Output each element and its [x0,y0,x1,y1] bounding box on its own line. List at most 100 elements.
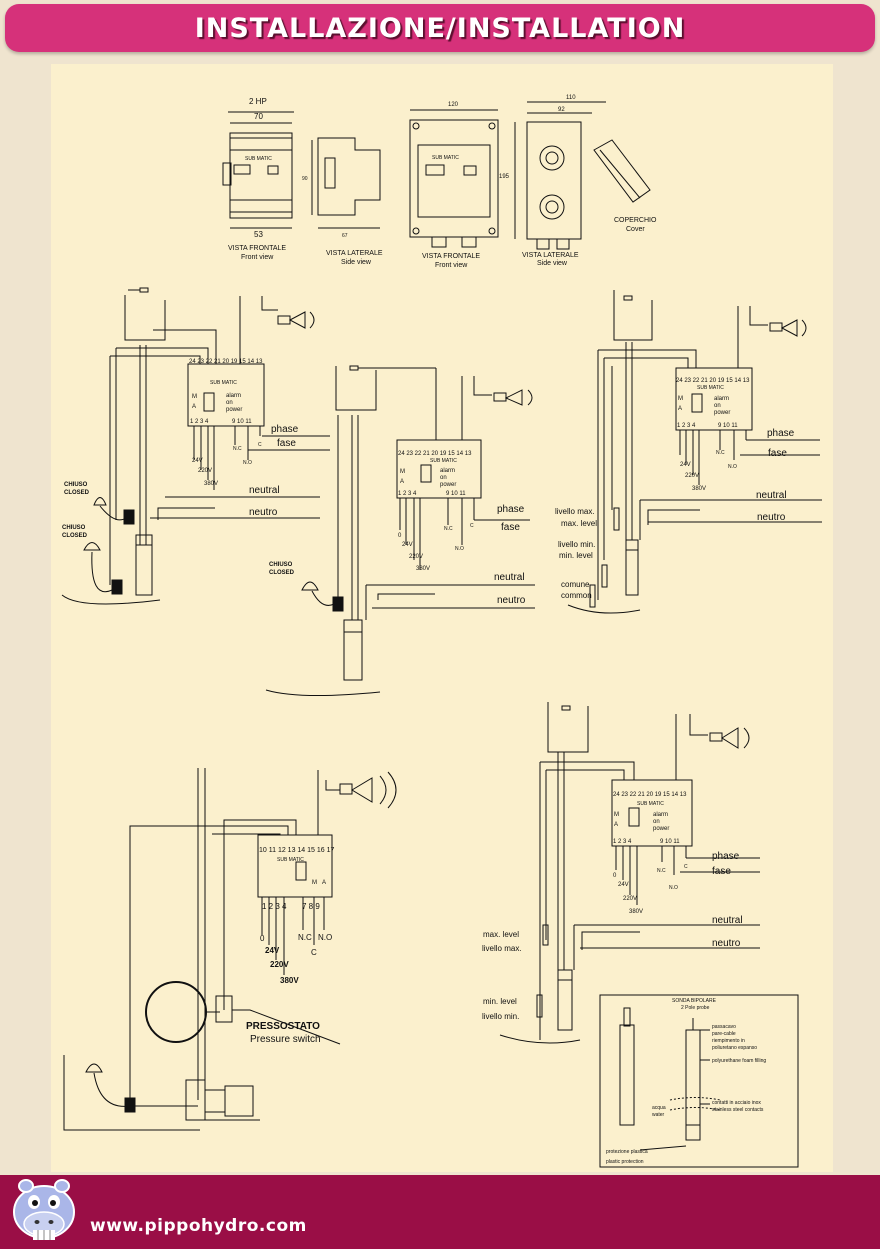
c-min-it: livello min. [558,540,595,549]
c-power: power [714,410,730,416]
dim-height-small: 90 [302,176,308,182]
d-zero: 0 [260,934,265,943]
b-a: A [400,479,404,485]
brand-small: SUB MATIC [245,156,272,162]
website-link[interactable]: www.pippohydro.com [90,1216,307,1236]
b-on: on [440,475,447,481]
d-nc: N.C [298,933,312,942]
view-front-it-1: VISTA FRONTALE [228,245,286,252]
b-closed-en: CLOSED [269,570,295,576]
e-bottom-terminals-2: 9 10 11 [660,839,680,845]
a-c: C [258,442,262,448]
b-c: C [470,523,474,529]
page-footer [0,1175,880,1249]
b-24v: 24V [402,542,413,548]
b-220v: 220V [409,554,423,560]
e-24v: 24V [618,882,629,888]
b-bottom-terminals-2: 9 10 11 [446,491,466,497]
b-380v: 380V [416,566,430,572]
e-top-terminals: 24 23 22 21 20 19 15 14 13 [613,792,687,798]
c-380v: 380V [692,486,706,492]
c-min-en: min. level [559,551,593,560]
view-front-en-1: Front view [241,254,274,261]
e-min-it: livello min. [482,1012,519,1021]
dim-width-small: 70 [254,112,263,121]
device-side-small [311,137,381,229]
d-pressostato: PRESSOSTATO [246,1021,320,1032]
d-brand: SUB MATIC [277,857,304,863]
c-common-en: common [561,591,592,600]
view-side-en-2: Side view [537,260,568,267]
a-24v: 24V [192,458,203,464]
probe-l2: pare-cable [712,1031,736,1037]
c-nc: N.C [716,450,725,456]
diagram-panel [51,64,833,1172]
c-max-en: max. level [561,519,597,528]
a-alarm: alarm [226,393,241,399]
c-24v: 24V [680,462,691,468]
dim-inner-width: 92 [558,107,565,113]
a-bottom-terminals: 1 2 3 4 [190,419,209,425]
c-fase: fase [768,448,787,459]
dim-outer-width: 110 [566,95,576,101]
d-c: C [311,948,317,957]
a-closed-it-1: CHIUSO [64,482,88,488]
e-neutro: neutro [712,938,741,949]
a-closed-it-2: CHIUSO [62,525,86,531]
c-a: A [678,406,682,412]
dim-width-box: 120 [448,102,459,108]
e-m: M [614,812,619,818]
a-neutral: neutral [249,485,280,496]
wiring-diagram-electrodes-2 [499,702,799,1168]
a-top-terminals: 24 23 22 21 20 19 15 14 13 [189,359,263,365]
dim-hp: 2 HP [249,97,267,106]
device-front-small [222,111,294,229]
wiring-diagram-electrodes [567,290,822,614]
a-power: power [226,407,242,413]
view-side-it-2: VISTA LATERALE [522,252,579,259]
dim-depth-small: 53 [254,230,263,239]
d-bottom-terminals-2: 7 8 9 [302,902,320,911]
a-phase: phase [271,424,299,435]
c-top-terminals: 24 23 22 21 20 19 15 14 13 [676,378,750,384]
b-neutral: neutral [494,572,525,583]
e-no: N.O [669,885,678,891]
probe-l6: contatti in acciaio inox [712,1100,761,1106]
page-title: INSTALLAZIONE/INSTALLATION [194,12,686,44]
probe-l3: riempimento in [712,1038,745,1044]
d-top-terminals: 10 11 12 13 14 15 16 17 [259,847,334,854]
d-a: A [322,880,326,886]
d-bottom-terminals: 1 2 3 4 [262,902,287,911]
page-header: INSTALLAZIONE/INSTALLATION [5,4,875,52]
probe-l10: protezione plastica [606,1149,648,1155]
wiring-diagram-one-float [265,365,535,697]
e-power: power [653,826,669,832]
b-closed-it: CHIUSO [269,562,293,568]
dim-height-box: 195 [499,174,510,180]
d-pressure-switch: Pressure switch [250,1034,321,1045]
c-no: N.O [728,464,737,470]
b-fase: fase [501,522,520,533]
a-380v: 380V [204,481,218,487]
probe-l5: polyurethane foam filling [712,1058,766,1064]
c-m: M [678,396,683,402]
b-nc: N.C [444,526,453,532]
e-brand: SUB MATIC [637,801,664,807]
e-min-en: min. level [483,997,517,1006]
d-220v: 220V [270,960,289,969]
d-no: N.O [318,933,332,942]
hippo-mascot-icon [13,1179,75,1240]
d-380v: 380V [280,976,299,985]
a-a: A [192,404,196,410]
e-c: C [684,864,688,870]
probe-l1: passacavo [712,1024,736,1030]
probe-title: SONDA BIPOLARE [672,998,717,1004]
a-bottom-terminals-2: 9 10 11 [232,419,252,425]
dim-side-small: 67 [342,233,348,239]
b-brand: SUB MATIC [430,458,457,464]
e-phase: phase [712,851,740,862]
e-nc: N.C [657,868,666,874]
c-alarm: alarm [714,396,729,402]
cover-it: COPERCHIO [614,217,657,224]
e-max-it: livello max. [482,944,522,953]
